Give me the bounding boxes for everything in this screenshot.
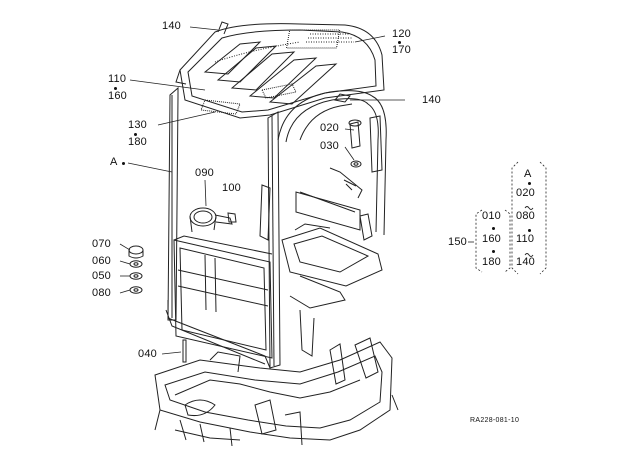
legend-left-1: 160 (482, 233, 501, 245)
callout-060: 060 (92, 255, 111, 267)
callout-020: 020 (320, 122, 339, 134)
legend-left-2: 180 (482, 256, 501, 268)
legend-brackets (475, 161, 547, 275)
callout-140-right: 140 (422, 94, 441, 106)
legend-right-3: 140 (516, 256, 535, 268)
legend-ref-150: 150 (448, 236, 467, 248)
callout-110: 110 (108, 73, 127, 85)
roof-panel (175, 21, 385, 119)
callout-100: 100 (222, 182, 241, 194)
callout-120-dot (398, 41, 401, 44)
drawing-code: RA228-081-10 (470, 417, 520, 424)
callout-030: 030 (320, 140, 339, 152)
legend-right-dot-head (528, 182, 531, 185)
callout-110-dot (114, 87, 117, 90)
front-grille-frame (173, 235, 273, 359)
legend-left-dot-1 (492, 250, 495, 253)
callout-040: 040 (138, 348, 157, 360)
loose-parts (128, 119, 373, 363)
callout-080: 080 (92, 287, 111, 299)
callout-180: 180 (128, 136, 147, 148)
callout-070: 070 (92, 238, 111, 250)
callout-130: 130 (128, 119, 147, 131)
callout-120: 120 (392, 28, 411, 40)
legend-left-0: 010 (482, 210, 501, 222)
callout-090: 090 (195, 167, 214, 179)
legend-tildes (524, 206, 534, 257)
leader-lines (119, 26, 474, 355)
callout-130-dot (134, 133, 137, 136)
legend-right-dot-2 (528, 229, 531, 232)
front-pillars (165, 86, 281, 369)
callout-170: 170 (392, 44, 411, 56)
legend-right-1: 080 (516, 210, 535, 222)
callout-140-top: 140 (162, 20, 181, 32)
rear-hoops (259, 90, 387, 241)
callout-a-dot (122, 162, 125, 165)
callout-050: 050 (92, 270, 111, 282)
callout-160: 160 (108, 90, 127, 102)
legend-left-dot-0 (492, 227, 495, 230)
floor-panel (281, 223, 383, 309)
legend-right-head: A (524, 168, 532, 180)
legend-right-2: 110 (516, 233, 535, 245)
lower-chassis (154, 309, 399, 447)
legend-right-0: 020 (516, 187, 535, 199)
callout-a: A (110, 156, 118, 168)
